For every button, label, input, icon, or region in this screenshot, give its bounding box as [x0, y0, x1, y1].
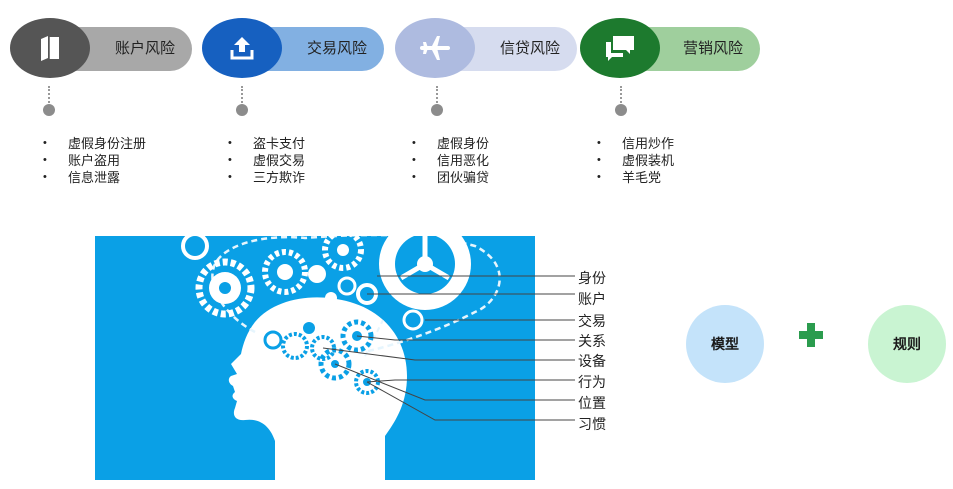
dimension-label-device: 设备 [578, 353, 606, 369]
head-gears-icon [263, 319, 380, 395]
airplane-icon [420, 36, 450, 60]
dimension-label-relation: 关系 [578, 333, 606, 349]
list-item: 虚假身份注册 [43, 135, 146, 152]
risk-item-list: 盗卡支付 虚假交易 三方欺诈 [228, 135, 305, 186]
brain-gears-illustration [95, 236, 535, 480]
dimension-label-behavior: 行为 [578, 374, 606, 390]
connector-dot [615, 104, 627, 116]
dimension-label-identity: 身份 [578, 270, 606, 286]
risk-item-list: 信用炒作 虚假装机 羊毛党 [597, 135, 674, 186]
risk-icon-circle [10, 18, 90, 78]
risk-label: 交易风险 [306, 40, 367, 57]
list-item: 盗卡支付 [228, 135, 305, 152]
plus-icon [799, 323, 823, 347]
list-item: 虚假身份 [412, 135, 489, 152]
list-item: 虚假装机 [597, 152, 674, 169]
connector-line [620, 86, 622, 103]
risk-icon-circle [202, 18, 282, 78]
upload-icon [230, 37, 254, 60]
model-circle: 模型 [686, 305, 764, 383]
list-item: 信用炒作 [597, 135, 674, 152]
list-item: 信用恶化 [412, 152, 489, 169]
gear-cluster-icon [181, 236, 424, 331]
risk-label: 账户风险 [114, 40, 175, 57]
book-icon [41, 36, 59, 61]
list-item: 信息泄露 [43, 169, 146, 186]
risk-item-list: 虚假身份注册 账户盗用 信息泄露 [43, 135, 146, 186]
rule-label: 规则 [893, 336, 921, 352]
risk-icon-circle [395, 18, 475, 78]
connector-dot [236, 104, 248, 116]
leader-lines [322, 275, 535, 421]
risk-item-list: 虚假身份 信用恶化 团伙骗贷 [412, 135, 489, 186]
dimension-label-transaction: 交易 [578, 313, 606, 329]
risk-label: 营销风险 [682, 40, 743, 57]
dimension-label-location: 位置 [578, 395, 606, 411]
connector-dot [431, 104, 443, 116]
connector-line [241, 86, 243, 103]
list-item: 团伙骗贷 [412, 169, 489, 186]
model-label: 模型 [711, 336, 739, 352]
risk-label: 信贷风险 [499, 40, 560, 57]
large-gear-icon [379, 236, 471, 310]
leader-lines-extension [535, 275, 575, 421]
list-item: 账户盗用 [43, 152, 146, 169]
list-item: 羊毛党 [597, 169, 674, 186]
dimension-label-habit: 习惯 [578, 416, 606, 432]
connector-line [48, 86, 50, 103]
list-item: 三方欺诈 [228, 169, 305, 186]
connector-line [436, 86, 438, 103]
chat-icon [606, 36, 634, 61]
connector-dot [43, 104, 55, 116]
list-item: 虚假交易 [228, 152, 305, 169]
risk-icon-circle [580, 18, 660, 78]
dimension-label-account: 账户 [578, 291, 606, 307]
rule-circle: 规则 [868, 305, 946, 383]
